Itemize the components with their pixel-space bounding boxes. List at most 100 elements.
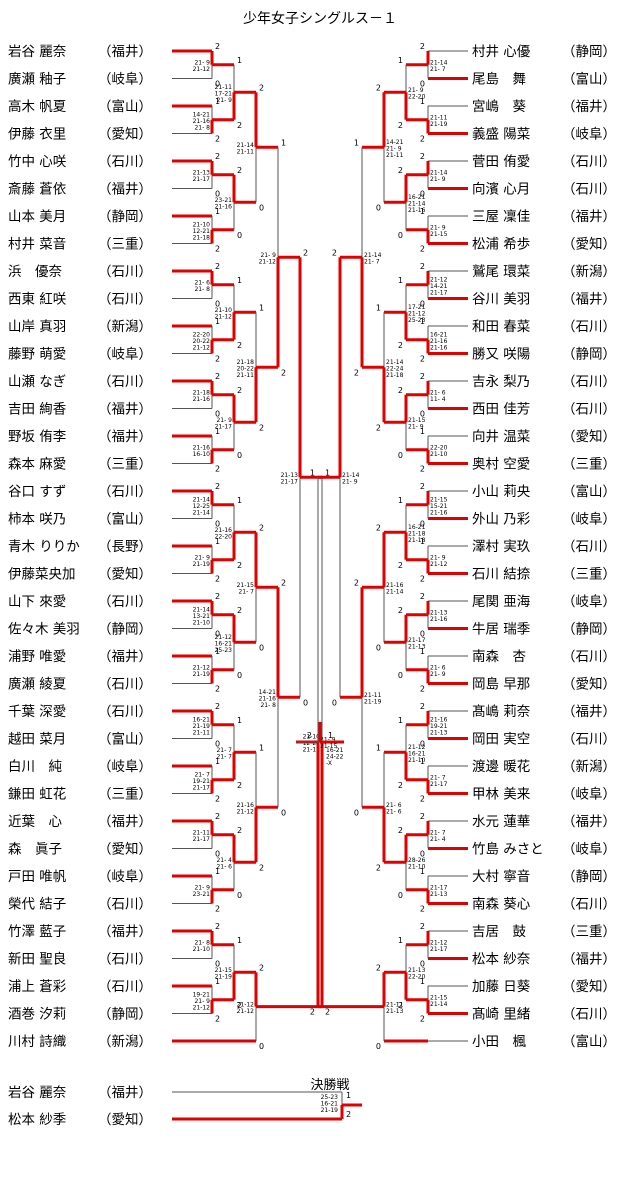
left-score: 25-23: [215, 647, 233, 654]
right-result-mark: 2: [398, 561, 403, 570]
left-score: 21-12: [259, 259, 277, 266]
right-score: 21- 9: [408, 87, 424, 94]
left-score: 21-10: [193, 619, 211, 626]
right-player-pref: （三重）: [562, 567, 616, 583]
right-result-mark: 2: [420, 922, 425, 931]
left-score: 21-16: [215, 527, 233, 534]
left-score: 21- 9: [194, 885, 210, 892]
left-player-name: 伊藤菜央加: [8, 567, 76, 583]
left-score: 21- 9: [194, 60, 210, 67]
right-score: 21- 7: [430, 775, 446, 782]
left-score: 20-22: [193, 338, 211, 345]
left-player-name: 森本 麻愛: [8, 457, 66, 473]
right-player-pref: （富山）: [562, 483, 616, 500]
left-player-pref: （愛知）: [98, 126, 152, 143]
left-result-mark: 1: [237, 496, 242, 505]
right-player-pref: （岐阜）: [562, 126, 616, 143]
right-player-name: 甲林 美来: [472, 787, 531, 803]
right-score: 21-12: [430, 940, 448, 947]
left-score: 21-19: [193, 561, 211, 568]
right-score: 22-20: [408, 94, 426, 101]
left-result-mark: 2: [259, 963, 264, 972]
right-result-mark: 2: [420, 905, 425, 914]
left-result-mark: 2: [259, 423, 264, 432]
right-score: 21-11: [386, 1001, 404, 1008]
right-result-mark: 0: [398, 671, 403, 680]
left-score: 21-19: [215, 974, 233, 981]
right-result-mark: 0: [420, 190, 425, 199]
right-score: 21-11: [386, 152, 404, 159]
right-player-name: 大村 寧音: [472, 868, 530, 885]
left-result-mark: 0: [237, 891, 242, 900]
left-player-name: 佐々木 美羽: [8, 622, 80, 638]
left-score: 21-12: [193, 344, 211, 351]
left-player-pref: （石川）: [98, 154, 152, 170]
left-result-mark: 2: [215, 812, 220, 821]
left-player-name: 斎藤 蒼依: [8, 181, 67, 198]
left-result-mark: 0: [215, 190, 220, 199]
left-player-pref: （三重）: [98, 457, 152, 473]
left-score: 21-10: [193, 221, 211, 228]
left-score: 21- 9: [216, 97, 232, 104]
right-player-name: 三屋 凜佳: [472, 209, 530, 225]
right-score: 21-16: [430, 509, 448, 516]
left-player-name: 山岸 真羽: [8, 319, 66, 335]
right-player-name: 小田 楓: [472, 1034, 526, 1050]
left-score: 21-17: [215, 424, 233, 431]
right-player-name: 菅田 侑愛: [472, 154, 530, 170]
right-score: 21-16: [408, 207, 426, 214]
left-player-pref: （石川）: [98, 374, 152, 390]
left-result-mark: 1: [325, 468, 330, 477]
right-score: 21-17: [430, 781, 448, 788]
right-player-pref: （三重）: [562, 924, 616, 940]
right-score: 21-13: [430, 729, 448, 736]
right-player-name: 加藤 日葵: [472, 979, 531, 995]
right-result-mark: 1: [420, 97, 425, 106]
left-result-mark: 0: [259, 203, 264, 212]
left-result-mark: 2: [215, 1015, 220, 1024]
right-result-mark: 0: [354, 808, 359, 817]
left-score: 21- 7: [194, 771, 210, 778]
final-result-mark: 2: [346, 1110, 351, 1119]
left-player-pref: （石川）: [98, 704, 152, 720]
right-player-pref: （石川）: [562, 182, 616, 198]
left-score: 21-18: [303, 746, 321, 753]
right-player-name: 奥村 空愛: [472, 456, 530, 473]
right-player-pref: （福井）: [562, 292, 616, 308]
left-result-mark: 2: [259, 523, 264, 532]
left-score: 21-17: [193, 784, 211, 791]
left-player-name: 千葉 深愛: [8, 704, 66, 720]
right-result-mark: 0: [376, 1042, 381, 1051]
right-player-name: 吉居 鼓: [472, 924, 526, 940]
right-player-pref: （石川）: [562, 732, 616, 748]
right-score: 21-12: [430, 561, 448, 568]
right-score: 21-16: [430, 716, 448, 723]
right-player-pref: （三重）: [562, 457, 616, 473]
right-result-mark: 2: [376, 963, 381, 972]
left-score: 21-11: [215, 84, 233, 91]
left-score: 21-11: [237, 372, 255, 379]
right-score: 21- 9: [320, 737, 336, 744]
right-score: 21-15: [430, 995, 448, 1002]
left-score: 16-10: [193, 451, 211, 458]
left-score: 21-11: [193, 830, 211, 837]
left-score: 21-10: [215, 307, 233, 314]
right-score: 21- 9: [342, 479, 358, 486]
right-score: 21-14: [386, 359, 404, 366]
left-result-mark: 1: [215, 867, 220, 876]
right-result-mark: 2: [420, 152, 425, 161]
right-player-name: 勝又 咲陽: [472, 347, 530, 363]
left-result-mark: 2: [237, 121, 242, 130]
right-score: 21- 9: [430, 671, 446, 678]
right-score: 21- 4: [430, 836, 446, 843]
right-result-mark: 0: [420, 740, 425, 749]
left-result-mark: 2: [237, 606, 242, 615]
right-result-mark: 2: [420, 795, 425, 804]
left-player-name: 吉田 絢香: [8, 402, 67, 418]
right-result-mark: 0: [420, 300, 425, 309]
left-score: 21-18: [237, 359, 255, 366]
right-player-name: 南森 葵心: [472, 897, 531, 913]
right-player-name: 松本 紗奈: [472, 952, 531, 968]
left-player-pref: （石川）: [98, 264, 152, 280]
right-result-mark: 2: [398, 606, 403, 615]
